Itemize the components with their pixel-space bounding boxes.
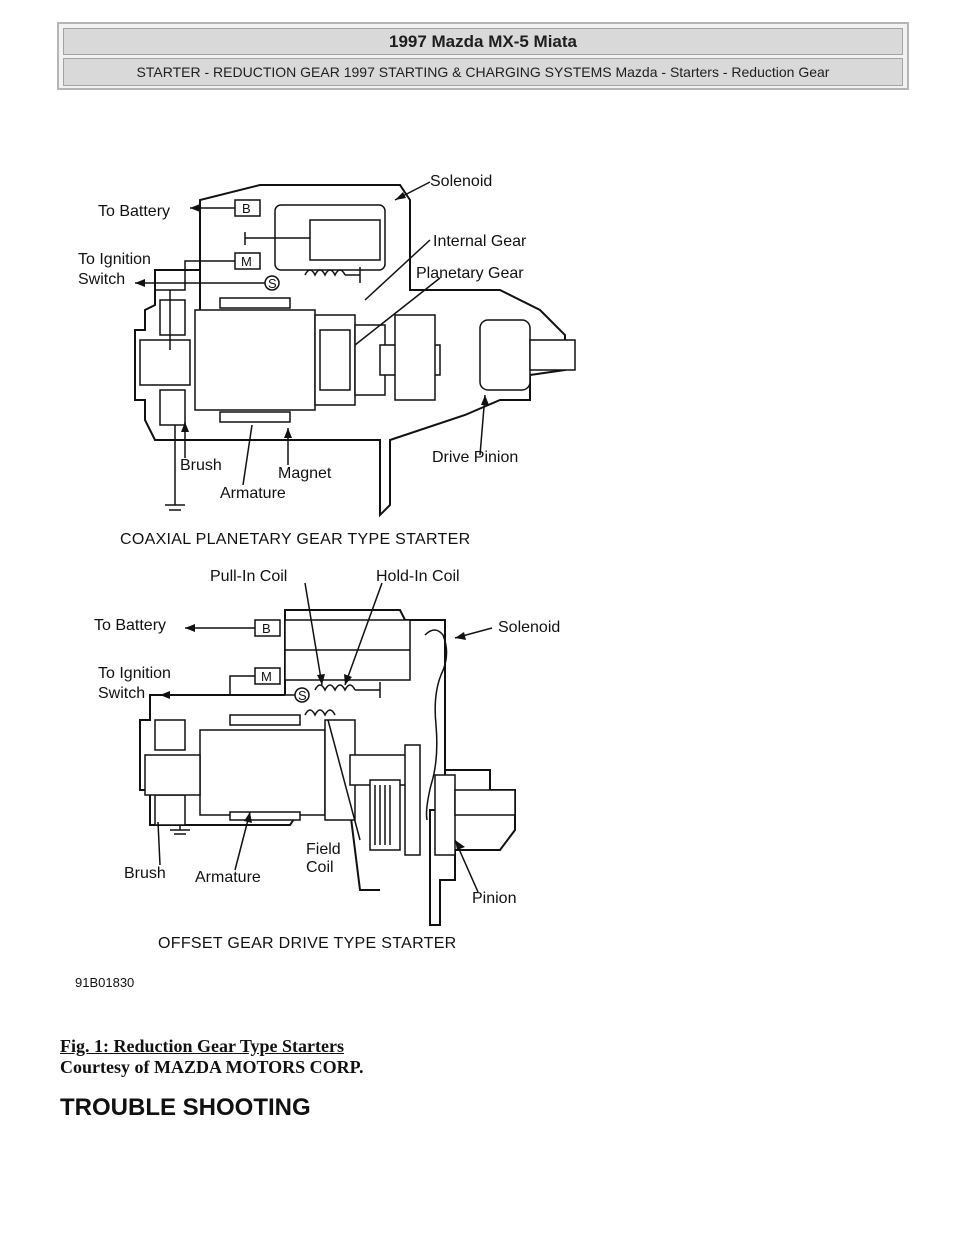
bottom-label-brush: Brush — [124, 865, 166, 882]
top-label-magnet: Magnet — [278, 465, 332, 482]
document-header: 1997 Mazda MX-5 Miata STARTER - REDUCTIO… — [57, 22, 909, 90]
figure-caption: Fig. 1: Reduction Gear Type Starters Cou… — [60, 1036, 364, 1078]
bottom-label-pinion: Pinion — [472, 890, 516, 907]
top-diagram-title: COAXIAL PLANETARY GEAR TYPE STARTER — [120, 531, 470, 548]
top-label-drive-pinion: Drive Pinion — [432, 449, 518, 466]
bottom-label-field: Field — [306, 841, 341, 858]
bottom-label-hold-in-coil: Hold-In Coil — [376, 568, 460, 585]
top-label-to-ignition-2: Switch — [78, 271, 125, 288]
bottom-terminal-s: S — [298, 688, 307, 703]
top-label-solenoid: Solenoid — [430, 173, 492, 190]
top-label-to-ignition-1: To Ignition — [78, 251, 151, 268]
bottom-label-coil: Coil — [306, 859, 334, 876]
bottom-label-armature: Armature — [195, 869, 261, 886]
bottom-diagram-title: OFFSET GEAR DRIVE TYPE STARTER — [158, 935, 457, 952]
top-terminal-s: S — [268, 276, 277, 291]
top-label-brush: Brush — [180, 457, 222, 474]
top-terminal-m: M — [241, 254, 252, 269]
top-label-to-battery: To Battery — [98, 203, 170, 220]
figure-code: 91B01830 — [75, 975, 134, 990]
coaxial-starter-diagram: B M S — [78, 173, 576, 548]
bottom-label-to-ignition-1: To Ignition — [98, 665, 171, 682]
starter-diagram-figure: B M S — [75, 173, 576, 990]
bottom-terminal-b: B — [262, 621, 271, 636]
top-terminal-b: B — [242, 201, 251, 216]
figure-caption-title: Fig. 1: Reduction Gear Type Starters — [60, 1036, 344, 1056]
offset-starter-diagram: B M S — [94, 568, 560, 952]
top-label-internal-gear: Internal Gear — [433, 233, 527, 250]
bottom-label-to-battery: To Battery — [94, 617, 166, 634]
document-subtitle: STARTER - REDUCTION GEAR 1997 STARTING &… — [63, 58, 903, 86]
bottom-terminal-m: M — [261, 669, 272, 684]
bottom-label-solenoid: Solenoid — [498, 619, 560, 636]
section-heading: TROUBLE SHOOTING — [60, 1094, 311, 1121]
top-label-armature: Armature — [220, 485, 286, 502]
top-label-planetary-gear: Planetary Gear — [416, 265, 524, 282]
bottom-label-to-ignition-2: Switch — [98, 685, 145, 702]
document-title: 1997 Mazda MX-5 Miata — [63, 28, 903, 55]
figure-caption-credit: Courtesy of MAZDA MOTORS CORP. — [60, 1057, 364, 1077]
bottom-label-pull-in-coil: Pull-In Coil — [210, 568, 287, 585]
